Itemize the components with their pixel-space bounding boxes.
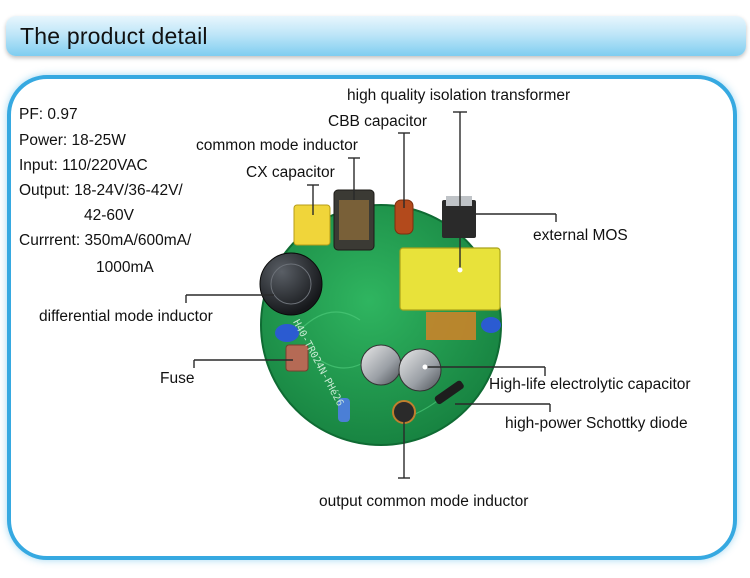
spec-power: Power: 18-25W bbox=[19, 132, 126, 149]
spec-input: Input: 110/220VAC bbox=[19, 157, 148, 174]
differential-mode-inductor-part bbox=[259, 252, 323, 316]
label-differential-mode-inductor: differential mode inductor bbox=[39, 308, 213, 325]
spec-current-line1: Currrent: 350mA/600mA/ bbox=[19, 232, 192, 249]
spec-current-line2: 1000mA bbox=[96, 259, 154, 276]
header-bar: The product detail bbox=[6, 16, 746, 56]
label-electrolytic-capacitor: High-life electrolytic capacitor bbox=[489, 376, 691, 393]
page-title: The product detail bbox=[20, 23, 208, 49]
output-common-mode-inductor-part bbox=[392, 400, 416, 424]
isolation-transformer-part bbox=[399, 247, 501, 311]
label-schottky-diode: high-power Schottky diode bbox=[505, 415, 688, 432]
cx-capacitor-part bbox=[293, 204, 331, 246]
external-mos-part bbox=[442, 200, 476, 238]
spec-output-line2: 42-60V bbox=[84, 207, 134, 224]
product-detail-panel bbox=[7, 75, 737, 560]
label-output-common-mode-inductor: output common mode inductor bbox=[319, 493, 529, 510]
schottky-diode-part bbox=[434, 380, 464, 405]
spec-pf: PF: 0.97 bbox=[19, 106, 78, 123]
label-cx-capacitor: CX capacitor bbox=[246, 164, 335, 181]
fuse-part bbox=[285, 344, 309, 372]
electrolytic-capacitor-1 bbox=[360, 344, 402, 386]
spec-output-line1: Output: 18-24V/36-42V/ bbox=[19, 182, 183, 199]
label-fuse: Fuse bbox=[160, 370, 195, 387]
electrolytic-capacitor-2 bbox=[398, 348, 442, 392]
label-cbb-capacitor: CBB capacitor bbox=[328, 113, 428, 130]
label-external-mos: external MOS bbox=[533, 227, 628, 244]
label-isolation-transformer: high quality isolation transformer bbox=[347, 87, 571, 104]
leader-lines bbox=[185, 111, 557, 479]
label-common-mode-inductor: common mode inductor bbox=[196, 137, 358, 154]
